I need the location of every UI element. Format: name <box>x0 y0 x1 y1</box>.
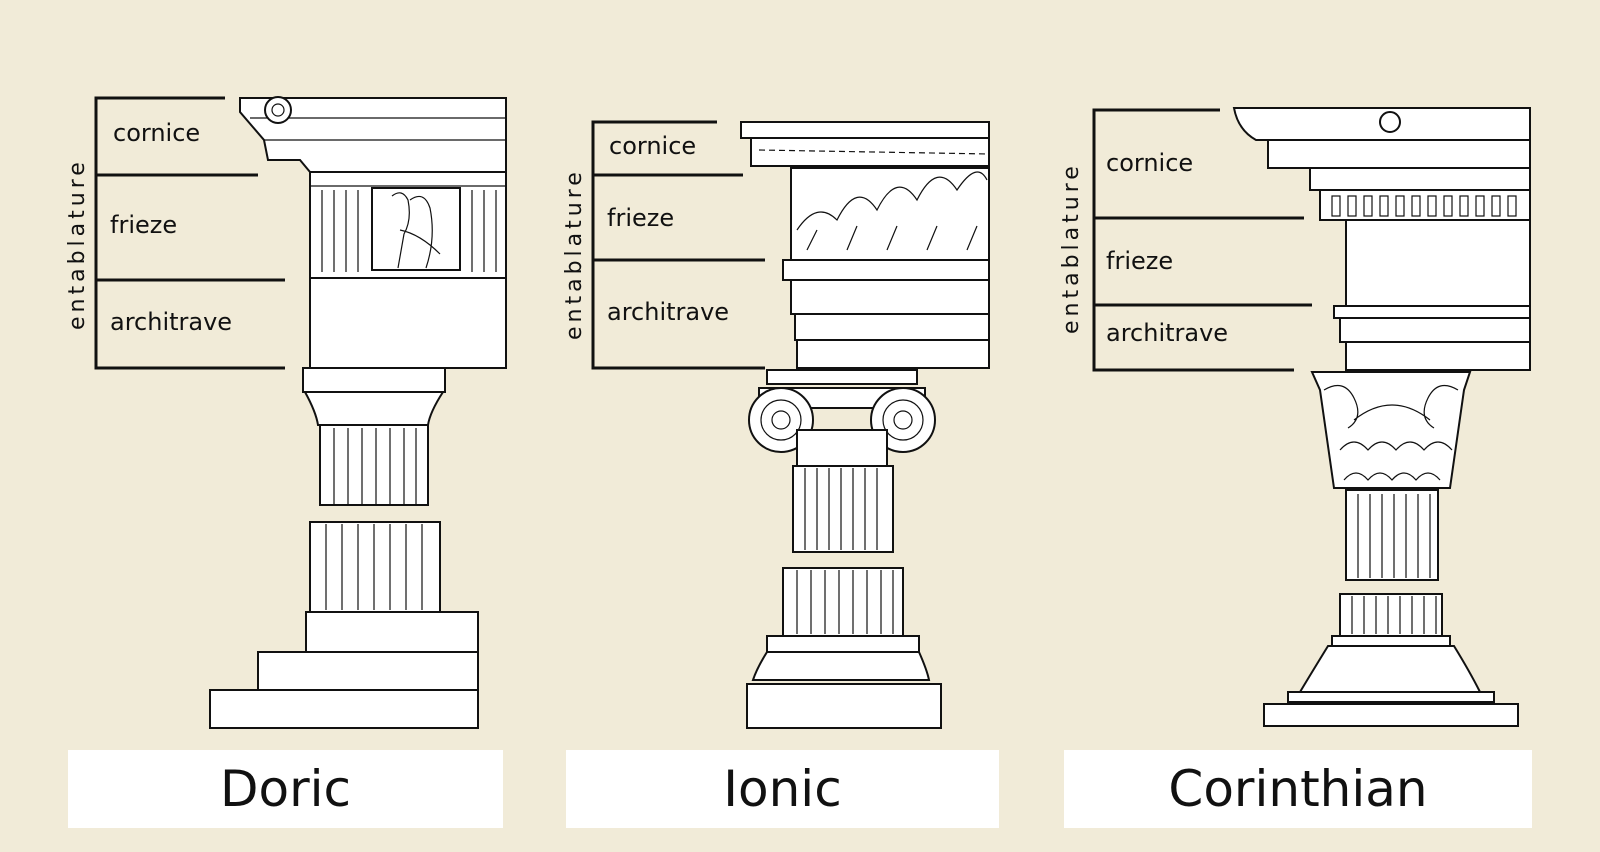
doric-shaft <box>309 424 441 613</box>
entablature-label: entablature <box>562 168 587 340</box>
doric-column-drawing: entablature cornice frieze architrave <box>65 96 507 729</box>
cornice-label: cornice <box>1106 149 1193 177</box>
ionic-title: Ionic <box>566 750 999 828</box>
corinthian-shaft <box>1339 489 1443 637</box>
doric-order: entablature cornice frieze architrave <box>0 0 507 852</box>
doric-capital <box>302 367 446 426</box>
cornice-label: cornice <box>113 119 200 147</box>
architrave-label: architrave <box>110 308 232 336</box>
doric-stylobate <box>209 611 479 729</box>
architrave-label: architrave <box>607 298 729 326</box>
corinthian-cornice <box>1232 107 1531 221</box>
ionic-column-drawing: entablature cornice frieze architrave <box>562 120 990 729</box>
cornice-label: cornice <box>609 132 696 160</box>
ionic-frieze <box>790 167 990 261</box>
ionic-order: entablature cornice frieze architrave <box>497 0 999 852</box>
corinthian-column-drawing: entablature cornice frieze architrave <box>1059 107 1531 727</box>
corinthian-architrave <box>1333 305 1531 371</box>
entablature-bracket <box>94 96 285 370</box>
ionic-capital <box>748 369 936 467</box>
corinthian-title: Corinthian <box>1064 750 1532 828</box>
entablature-bracket <box>591 120 765 370</box>
ionic-architrave <box>782 259 990 369</box>
doric-title: Doric <box>68 750 503 828</box>
ionic-cornice <box>740 121 990 167</box>
corinthian-capital <box>1310 371 1472 489</box>
ionic-shaft <box>782 465 904 637</box>
entablature-bracket <box>1092 108 1294 372</box>
entablature-label: entablature <box>65 158 90 330</box>
corinthian-order: entablature cornice frieze architrave <box>994 0 1532 852</box>
corinthian-frieze <box>1345 219 1531 307</box>
doric-frieze <box>309 171 507 279</box>
doric-architrave <box>309 277 507 369</box>
frieze-label: frieze <box>607 204 674 232</box>
ionic-base <box>746 635 942 729</box>
doric-cornice <box>239 96 507 173</box>
architrave-label: architrave <box>1106 319 1228 347</box>
frieze-label: frieze <box>1106 247 1173 275</box>
entablature-label: entablature <box>1059 162 1084 334</box>
frieze-label: frieze <box>110 211 177 239</box>
corinthian-base <box>1263 635 1519 727</box>
